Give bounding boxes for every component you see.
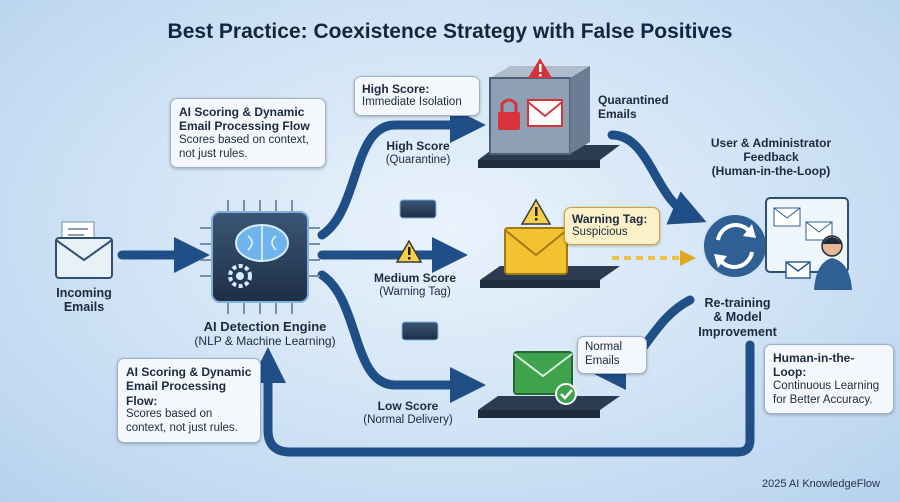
hitl-title: Human-in-the-Loop: [773, 351, 855, 380]
gear-icon [228, 264, 252, 288]
normal-callout-line1: Normal [585, 341, 623, 353]
callout-scoring-bottom: AI Scoring & Dynamic Email Processing Fl… [117, 358, 261, 443]
check-icon [555, 383, 577, 405]
medium-label: Medium Score [373, 271, 457, 285]
high-callout-title: High Score: [362, 82, 430, 96]
quarantined-line2: Emails [598, 106, 637, 121]
warning-callout-title: Warning Tag: [572, 212, 648, 226]
low-score-label: Low Score (Normal Delivery) [348, 399, 468, 427]
engine-title: AI Detection Engine [203, 319, 327, 334]
callout-warning-tag: Warning Tag: Suspicious [564, 207, 660, 246]
callout-bottom-title-line2: Email Processing Flow: [126, 379, 227, 408]
person-icon [814, 235, 852, 290]
callout-bottom-title-line1: AI Scoring & Dynamic [126, 365, 252, 379]
low-label: Low Score [377, 399, 439, 413]
medium-sublabel: (Warning Tag) [379, 285, 451, 298]
footer-credit: 2025 AI KnowledgeFlow [761, 478, 880, 490]
normal-callout-line2: Emails [585, 354, 620, 367]
warning-icon [528, 58, 552, 78]
small-chip-upper [399, 199, 437, 219]
feedback-label: User & Administrator Feedback (Human-in-… [696, 136, 846, 178]
feedback-line1: User & Administrator [710, 136, 832, 150]
quarantine-vault [478, 58, 620, 168]
incoming-line1: Incoming [56, 286, 112, 300]
hitl-body-line2: for Better Accuracy. [773, 393, 873, 406]
arrow-feedback-loop [250, 340, 755, 457]
callout-scoring-top: AI Scoring & Dynamic Email Processing Fl… [170, 98, 326, 169]
normal-platform [478, 351, 620, 418]
warning-callout-body: Suspicious [572, 226, 628, 239]
callout-top-title-line1: AI Scoring & Dynamic [179, 105, 305, 119]
warning-icon [395, 239, 423, 263]
callout-high-score: High Score: Immediate Isolation [354, 76, 480, 117]
retrain-line2: & Model [713, 310, 762, 325]
envelope-icon [785, 261, 811, 279]
brain-icon [235, 224, 289, 262]
warning-icon [520, 198, 552, 225]
callout-bottom-body-line2: context, not just rules. [126, 421, 238, 434]
high-sublabel: (Quarantine) [385, 153, 451, 166]
high-callout-body: Immediate Isolation [362, 96, 462, 109]
retrain-label: Re-training & Model Improvement [690, 296, 785, 339]
engine-subtitle: (NLP & Machine Learning) [194, 333, 336, 348]
high-score-label: High Score (Quarantine) [368, 139, 468, 167]
refresh-icon [702, 213, 768, 279]
incoming-line2: Emails [63, 300, 105, 315]
medium-score-label: Medium Score (Warning Tag) [360, 271, 470, 299]
callout-normal-emails: Normal Emails [577, 336, 647, 374]
lock-icon [498, 98, 520, 130]
low-sublabel: (Normal Delivery) [363, 413, 453, 426]
incoming-emails-label: Incoming Emails [48, 286, 120, 315]
ai-engine-chip [200, 200, 320, 314]
feedback-line2: Feedback [743, 149, 799, 164]
high-label: High Score [386, 139, 450, 153]
arrow-engine-to-high [317, 107, 486, 240]
callout-human-in-the-loop: Human-in-the-Loop: Continuous Learning f… [764, 344, 894, 415]
hitl-body-line1: Continuous Learning [773, 379, 880, 392]
callout-top-body-line1: Scores based on context, [179, 133, 309, 146]
retrain-line1: Re-training [704, 296, 771, 310]
page-title: Best Practice: Coexistence Strategy with… [167, 20, 733, 43]
engine-label: AI Detection Engine (NLP & Machine Learn… [180, 319, 350, 349]
feedback-line3: (Human-in-the-Loop) [711, 163, 831, 178]
callout-top-title-line2: Email Processing Flow [179, 119, 310, 134]
quarantined-line1: Quarantined [598, 93, 669, 107]
callout-bottom-body-line1: Scores based on [126, 408, 213, 421]
small-chip-lower [401, 321, 439, 341]
arrow-engine-to-low [317, 270, 486, 403]
warning-platform [480, 198, 620, 288]
arrow-high-to-feedback [607, 130, 707, 225]
retrain-line3: Improvement [698, 324, 777, 339]
envelope-icon [55, 221, 113, 279]
quarantined-label: Quarantined Emails [598, 93, 678, 122]
callout-top-body-line2: not just rules. [179, 147, 248, 160]
